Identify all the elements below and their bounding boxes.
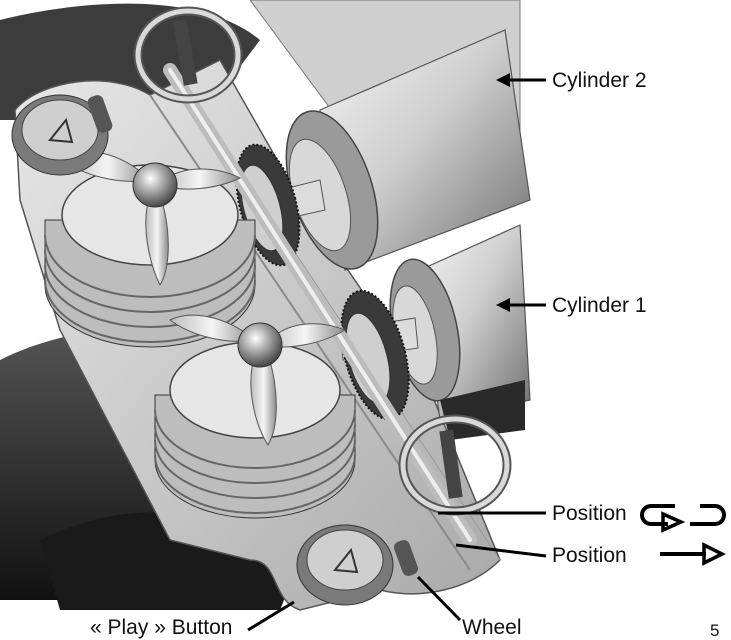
play-button-top	[11, 94, 109, 176]
cylinder-1-arrowhead	[496, 298, 510, 312]
loop-arrow-icon	[640, 504, 726, 533]
callout-lines	[247, 73, 547, 632]
ring-handle-top	[133, 6, 243, 104]
wheel-leader	[416, 575, 462, 622]
drum-lower	[154, 341, 356, 519]
position-straight-label: Position	[552, 544, 627, 567]
propeller-lower	[169, 314, 347, 446]
cylinder-1-label: Cylinder 1	[552, 294, 647, 317]
wheel-bottom	[394, 540, 418, 576]
drive-rod	[163, 63, 477, 547]
wheel-top	[87, 95, 113, 133]
position-straight-leader	[455, 543, 547, 558]
wheel-label: Wheel	[462, 616, 522, 639]
play-button-label: « Play » Button	[90, 616, 233, 639]
position-loop-label: Position	[552, 502, 627, 525]
play-button-leader	[247, 600, 295, 632]
cylinder-2-arrowhead	[496, 73, 510, 87]
page-number: 5	[710, 621, 720, 640]
play-button-bottom	[296, 524, 394, 606]
straight-arrow-icon	[660, 542, 726, 566]
ring-handle-bottom	[398, 414, 512, 516]
cylinder-2-label: Cylinder 2	[552, 69, 647, 92]
cylinder-2	[239, 29, 531, 271]
